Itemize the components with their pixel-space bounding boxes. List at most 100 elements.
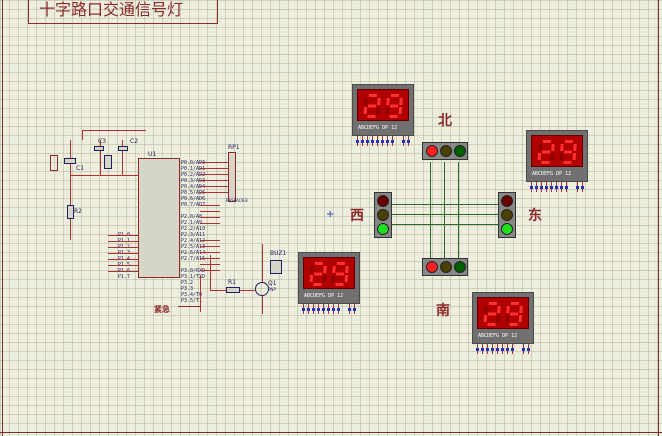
- pin-end[interactable]: [491, 348, 494, 351]
- direction-label-north: 北: [438, 113, 452, 129]
- capacitor-c2[interactable]: [118, 146, 128, 151]
- wire: [200, 192, 228, 193]
- seven-segment-display-west[interactable]: 29ABCDEFG DP 12: [298, 252, 360, 304]
- capacitor-c1[interactable]: [64, 158, 76, 164]
- mcu-chip[interactable]: [138, 158, 180, 278]
- display-pins: [352, 136, 414, 146]
- digit: [309, 262, 327, 286]
- pin-end[interactable]: [361, 140, 364, 143]
- pin-end[interactable]: [302, 308, 305, 311]
- pin-end[interactable]: [550, 186, 553, 189]
- pin-end[interactable]: [386, 140, 389, 143]
- segment-b: [323, 266, 327, 273]
- wire: [200, 246, 220, 247]
- wire: [200, 211, 220, 212]
- wire: [200, 162, 228, 163]
- reset-switch[interactable]: [50, 155, 58, 171]
- pin-end[interactable]: [353, 308, 356, 311]
- pin-end[interactable]: [337, 308, 340, 311]
- segment-a: [510, 302, 519, 305]
- pin-end[interactable]: [322, 308, 325, 311]
- east-yellow-light: [501, 209, 513, 221]
- segment-c: [518, 315, 523, 322]
- crystal[interactable]: [104, 155, 112, 169]
- pin-end[interactable]: [527, 348, 530, 351]
- resistor-pack-rp1[interactable]: [228, 152, 236, 202]
- display-screen: 29: [477, 297, 529, 329]
- pin-end[interactable]: [540, 186, 543, 189]
- display-pin-labels: ABCDEFG DP 12: [358, 125, 398, 131]
- transistor-q1[interactable]: [255, 282, 269, 296]
- north-red-light: [426, 145, 438, 157]
- seven-segment-display-south[interactable]: 29ABCDEFG DP 12: [472, 292, 534, 344]
- segment-g: [390, 104, 399, 108]
- segment-f: [310, 266, 314, 273]
- pin-end[interactable]: [530, 186, 533, 189]
- wire: [444, 162, 445, 258]
- pin-end[interactable]: [496, 348, 499, 351]
- pin-end[interactable]: [327, 308, 330, 311]
- digit: [385, 94, 403, 118]
- pin-end[interactable]: [486, 348, 489, 351]
- segment-a: [488, 302, 497, 305]
- pin-end[interactable]: [545, 186, 548, 189]
- pin-end[interactable]: [481, 348, 484, 351]
- buzzer-buz1[interactable]: [270, 260, 282, 274]
- wire: [200, 252, 220, 253]
- pin-end[interactable]: [535, 186, 538, 189]
- wire: [262, 244, 263, 282]
- segment-a: [542, 140, 551, 143]
- pin-end[interactable]: [356, 140, 359, 143]
- direction-label-south: 南: [436, 303, 450, 319]
- pin-end[interactable]: [555, 186, 558, 189]
- pin-end[interactable]: [332, 308, 335, 311]
- pin-end[interactable]: [501, 348, 504, 351]
- resistor-r1[interactable]: [226, 287, 240, 293]
- digit: [505, 302, 523, 326]
- segment-d: [313, 283, 322, 286]
- seven-segment-display-east[interactable]: 29ABCDEFG DP 12: [526, 130, 588, 182]
- pin-end[interactable]: [565, 186, 568, 189]
- pin-end[interactable]: [511, 348, 514, 351]
- pin-end[interactable]: [371, 140, 374, 143]
- pin-end[interactable]: [506, 348, 509, 351]
- segment-b: [377, 98, 381, 105]
- wire: [70, 200, 71, 240]
- pin-end[interactable]: [381, 140, 384, 143]
- pin-end[interactable]: [391, 140, 394, 143]
- segment-g: [314, 272, 323, 276]
- pin-end[interactable]: [581, 186, 584, 189]
- resistor-r2[interactable]: [67, 205, 74, 219]
- pin-end[interactable]: [476, 348, 479, 351]
- wire: [200, 240, 220, 241]
- display-pin-labels: ABCDEFG DP 12: [478, 333, 518, 339]
- south-red-light: [426, 261, 438, 273]
- seven-segment-display-north[interactable]: 29ABCDEFG DP 12: [352, 84, 414, 136]
- emergency-button[interactable]: [178, 306, 200, 312]
- pin-end[interactable]: [348, 308, 351, 311]
- pin-end[interactable]: [402, 140, 405, 143]
- capacitor-c3[interactable]: [94, 146, 104, 151]
- wire: [108, 253, 138, 254]
- segment-b: [399, 98, 403, 105]
- display-digits: [483, 302, 523, 326]
- segment-a: [390, 94, 399, 97]
- pin-end[interactable]: [366, 140, 369, 143]
- wire: [108, 247, 138, 248]
- pin-end[interactable]: [307, 308, 310, 311]
- pin-end[interactable]: [576, 186, 579, 189]
- pin-end[interactable]: [317, 308, 320, 311]
- digit: [537, 140, 555, 164]
- pin-end[interactable]: [522, 348, 525, 351]
- pin-end[interactable]: [407, 140, 410, 143]
- pin-end[interactable]: [312, 308, 315, 311]
- segment-c: [550, 153, 555, 160]
- direction-label-west: 西: [350, 208, 364, 224]
- pin-end[interactable]: [376, 140, 379, 143]
- display-pins: [298, 304, 360, 314]
- segment-c: [496, 315, 501, 322]
- c2-label: C2: [130, 138, 139, 145]
- pin-end[interactable]: [560, 186, 563, 189]
